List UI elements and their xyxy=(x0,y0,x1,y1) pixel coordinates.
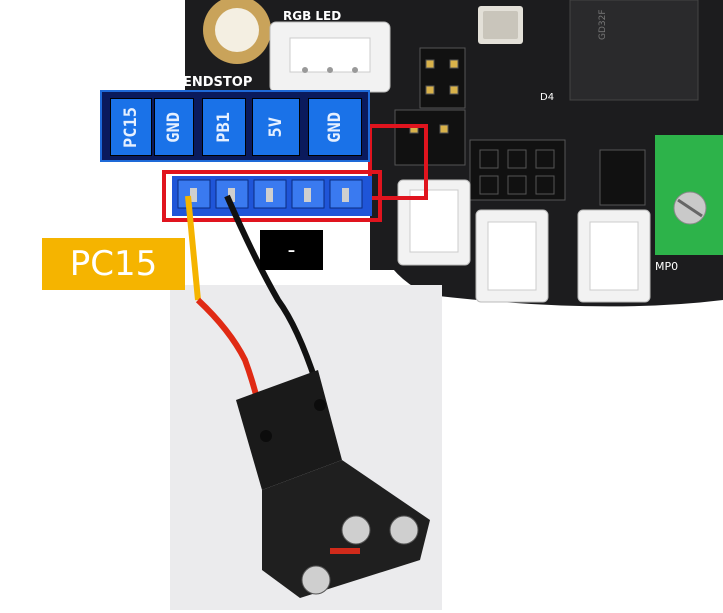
svg-text:GD32F: GD32F xyxy=(598,9,608,40)
endstop-pin-header xyxy=(172,176,372,216)
negative-wire xyxy=(224,194,323,396)
d4-silk-label: D4 xyxy=(540,92,554,103)
controller-board: ENDSTOP RGB LED GD32F xyxy=(183,0,723,307)
pin-label-3: PB1 xyxy=(202,98,246,156)
endstop-silk-label: ENDSTOP xyxy=(183,75,252,90)
rgb-led-silk-label: RGB LED xyxy=(283,9,341,23)
pin-label-2: GND xyxy=(154,98,194,156)
mp0-silk-label: MP0 xyxy=(655,260,678,273)
header-highlight-box xyxy=(162,170,382,222)
mcu-chip xyxy=(569,0,699,101)
signal-wire xyxy=(185,195,201,301)
pin-label-highlight xyxy=(368,124,428,200)
pin-label-4: 5V xyxy=(252,98,300,156)
jumper-header-block xyxy=(394,47,646,206)
pin-label-5: GND xyxy=(308,98,362,156)
magnetic-sensor xyxy=(236,370,430,598)
pin-label-1: PC15 xyxy=(110,98,152,156)
pin-label-strip: PC15 GND PB1 5V GND xyxy=(100,90,370,162)
negative-callout: - xyxy=(260,230,323,270)
signal-pin-callout: PC15 xyxy=(42,238,185,290)
